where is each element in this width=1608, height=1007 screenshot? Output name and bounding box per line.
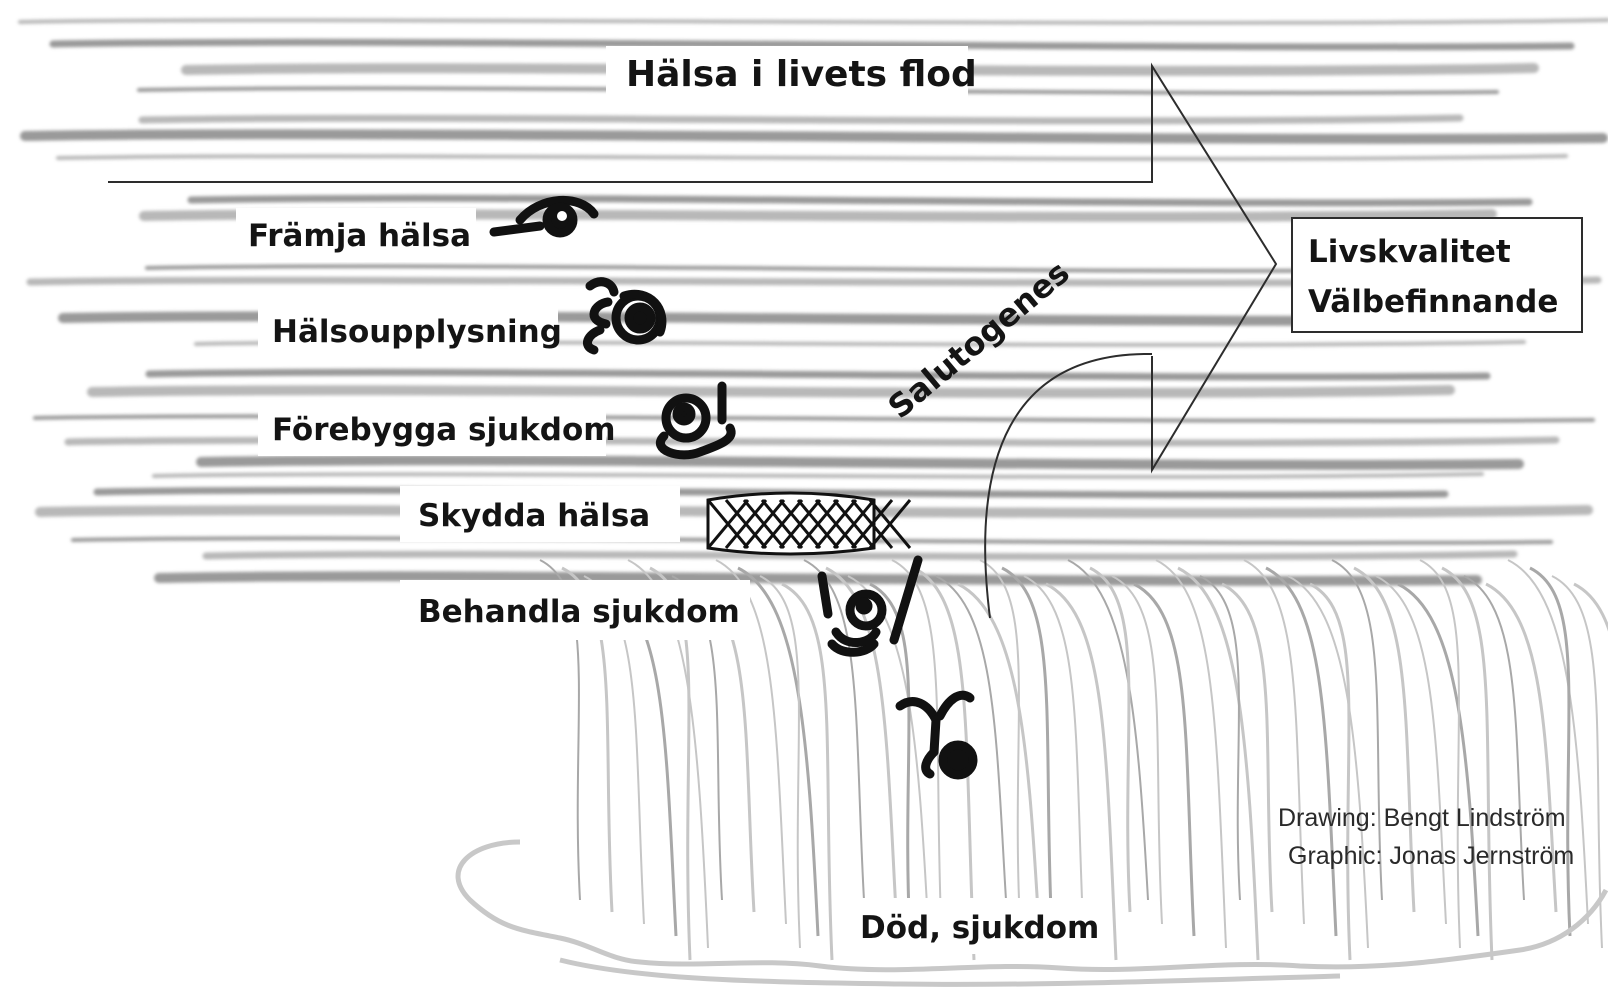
level-label: Förebygga sjukdom [272,412,616,448]
river-streak [191,198,1529,203]
river-streak [20,20,1608,23]
graphic-credit: Graphic: Jonas Jernström [1288,842,1574,870]
river-streak [58,156,1566,159]
level-label: Främja hälsa [248,218,471,254]
waterfall-strand [1002,568,1052,936]
river-streak [149,372,1487,377]
river-streak [206,554,1514,557]
river-streak [25,134,1603,139]
waterfall-strand [760,576,800,948]
drawing-credit: Drawing: Bengt Lindström [1278,804,1566,832]
waterfall-strand [1090,568,1130,912]
level-label: Hälsoupplysning [272,314,562,350]
level-label: Skydda hälsa [418,498,650,534]
safety-net-icon [708,493,910,554]
waterfall-strand [1398,584,1478,936]
bottom-label: Död, sjukdom [860,910,1099,946]
river-streak [201,460,1519,465]
diagram-title: Hälsa i livets flod [626,54,977,95]
waterfall-strand [1024,576,1084,948]
river-streak [142,118,1460,121]
river-streak [92,390,1450,393]
waterfall-strand [1530,568,1570,936]
outcome-box: Livskvalitet Välbefinnande [1292,218,1582,332]
outcome-line-1: Livskvalitet [1308,234,1511,270]
waterfall-strand [1310,584,1350,960]
river-streak [154,474,1482,477]
waterfall-strand [1134,584,1194,936]
waterfall-strand [1222,584,1272,912]
swimmer-paddling-icon [587,282,661,350]
waterfall-strand [1266,568,1336,936]
river-streak [147,266,1455,271]
waterfall-strand [980,560,1020,924]
level-label: Behandla sjukdom [418,594,740,630]
outcome-line-2: Välbefinnande [1308,284,1558,320]
waterfall-strand [1420,560,1460,948]
